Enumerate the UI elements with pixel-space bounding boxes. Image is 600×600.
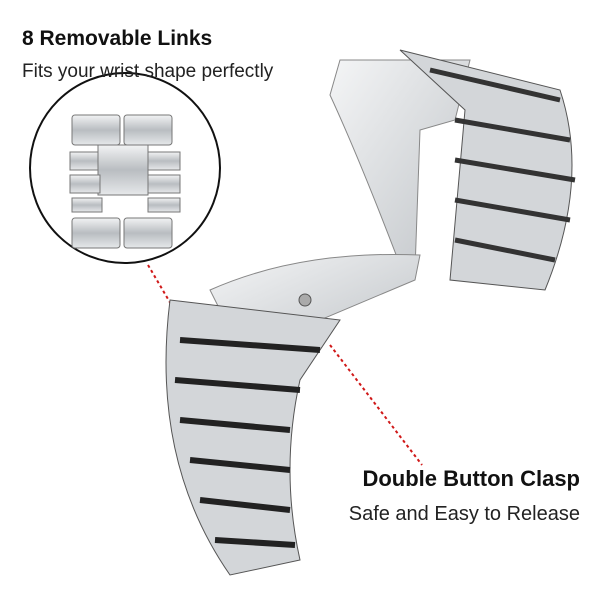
- band-upper: [399, 49, 576, 291]
- links-detail-circle: [29, 72, 221, 264]
- band-lower: [165, 299, 341, 576]
- clasp-callout-title: Double Button Clasp: [362, 466, 580, 491]
- clasp-button: [298, 293, 312, 307]
- clasp-upper: [329, 59, 471, 271]
- clasp-callout-subtitle: Safe and Easy to Release: [348, 503, 580, 525]
- links-callout-subtitle: Fits your wrist shape perfectly: [22, 61, 274, 82]
- links-callout-title: 8 Removable Links: [22, 27, 213, 50]
- clasp-callout-line: [329, 344, 423, 466]
